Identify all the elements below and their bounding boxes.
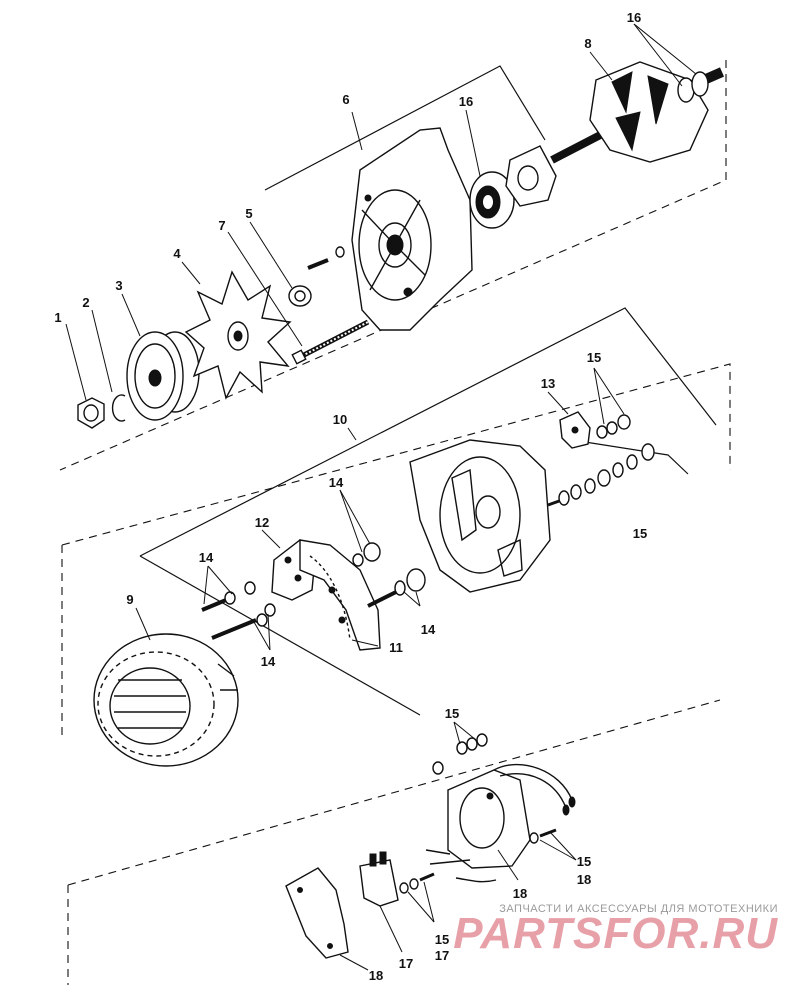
callout-10: 10	[333, 412, 347, 427]
callout-15-e: 15	[435, 932, 449, 947]
callout-15-d: 15	[577, 854, 591, 869]
watermark: ЗАПЧАСТИ И АКСЕССУАРЫ ДЛЯ МОТОТЕХНИКИ PA…	[453, 903, 778, 958]
callout-9: 9	[126, 592, 133, 607]
terminal-part	[559, 411, 591, 449]
bearing-retainer-part	[505, 145, 557, 207]
rotor-part	[550, 61, 725, 164]
watermark-tagline: ЗАПЧАСТИ И АКСЕССУАРЫ ДЛЯ МОТОТЕХНИКИ	[499, 903, 778, 915]
slip-ring-end-frame-part	[409, 439, 563, 593]
stator-group-dashed-outline	[61, 363, 731, 740]
callout-15-c: 15	[445, 706, 459, 721]
washer-bracket-frame	[584, 441, 689, 475]
fan-part	[184, 270, 292, 400]
slip-ring-bracket-lower	[139, 555, 421, 716]
nut-part	[77, 397, 105, 429]
split-washer-part	[111, 394, 126, 422]
washer-set-lower	[558, 443, 655, 506]
pulley-part	[126, 331, 200, 421]
washer-set-bottom	[399, 733, 557, 894]
rectifier-group-dashed-outline	[67, 699, 721, 985]
callout-18-b: 18	[577, 872, 591, 887]
watermark-logo-part1: PARTS	[453, 909, 603, 958]
callout-16-a: 16	[627, 10, 641, 25]
bracket-frames	[139, 65, 717, 716]
watermark-logo-part2: FOR.RU	[603, 909, 778, 958]
callout-18-c: 18	[369, 968, 383, 983]
callout-14-b: 14	[199, 550, 214, 565]
insulator-parts	[201, 542, 426, 640]
callout-7: 7	[218, 218, 225, 233]
brush-holder-part	[359, 851, 399, 907]
watermark-logo: PARTSFOR.RU	[453, 909, 778, 958]
callout-17-b: 17	[435, 948, 449, 963]
callout-3: 3	[115, 278, 122, 293]
callout-14-c: 14	[421, 622, 436, 637]
spacer-part	[288, 285, 312, 307]
rotor-group-dashed-outline	[59, 60, 727, 471]
callout-11: 11	[389, 640, 403, 655]
through-bolt-part	[291, 319, 370, 365]
callout-4: 4	[173, 246, 181, 261]
callout-14-a: 14	[329, 475, 344, 490]
gasket-part	[285, 867, 349, 959]
callout-1: 1	[54, 310, 61, 325]
callout-13: 13	[541, 376, 555, 391]
callout-18-a: 18	[513, 886, 527, 901]
assembly-outlines	[59, 60, 731, 985]
washer-set-upper	[596, 414, 631, 439]
callout-14-d: 14	[261, 654, 276, 669]
bearing-part	[469, 171, 515, 229]
callout-12: 12	[255, 515, 269, 530]
brush-housing-part	[425, 763, 576, 869]
drive-end-housing-part	[351, 127, 473, 331]
callout-numbers: 1 2 3 4 5 6 7 8 9 10 11 12 13 14 14 14 1…	[54, 10, 647, 983]
callout-17-a: 17	[399, 956, 413, 971]
callout-8: 8	[584, 36, 591, 51]
callout-15-b: 15	[633, 526, 647, 541]
lower-leads	[455, 877, 497, 883]
callout-2: 2	[82, 295, 89, 310]
slip-ring-bracket-frame	[139, 307, 717, 557]
housing-bracket-frame	[264, 65, 546, 191]
callout-6: 6	[342, 92, 349, 107]
heat-sink-part	[299, 539, 381, 651]
callout-5: 5	[245, 206, 252, 221]
housing-screw-part	[307, 246, 345, 270]
callout-16-b: 16	[459, 94, 473, 109]
stator-part	[93, 633, 239, 767]
callout-15-a: 15	[587, 350, 601, 365]
leader-lines	[65, 23, 697, 971]
